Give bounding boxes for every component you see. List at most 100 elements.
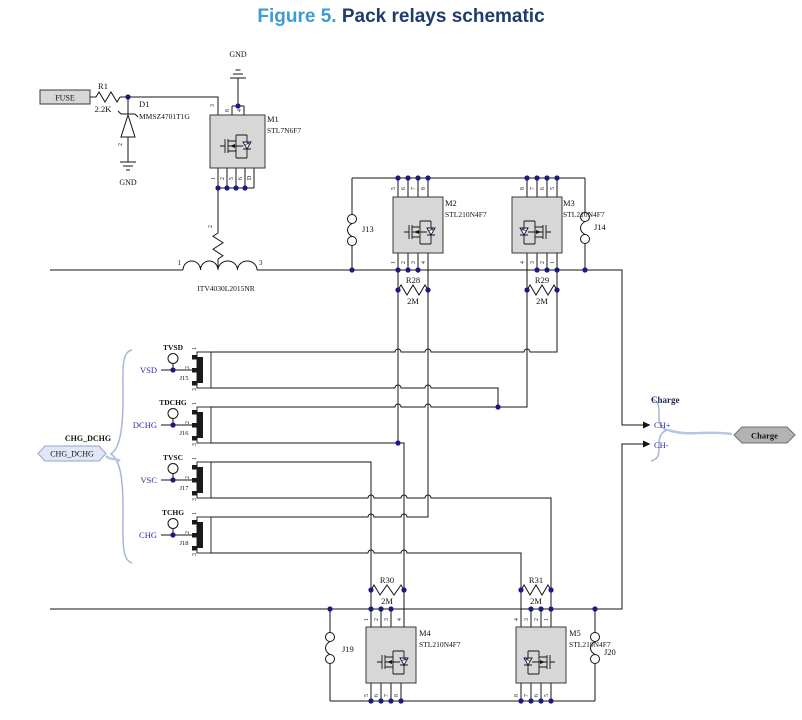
m4-pin: 4 xyxy=(397,618,403,621)
j17-pin: 2 xyxy=(185,476,191,479)
j13-pad xyxy=(347,214,357,224)
j16-pin: 1 xyxy=(192,402,198,405)
chg-dchg-caption: CHG_DCHG xyxy=(65,434,111,443)
j15-pin: 2 xyxy=(185,366,191,369)
m2-pin: 8 xyxy=(421,187,427,190)
r31-ref: R31 xyxy=(529,575,543,585)
m4-pin: 7 xyxy=(384,694,390,697)
m5-ref: M5 xyxy=(569,628,581,638)
j17-pin: 1 xyxy=(192,457,198,460)
gnd-label: GND xyxy=(119,178,137,187)
m2-pin: 1 xyxy=(391,261,397,264)
m2-pin: 7 xyxy=(411,187,417,190)
m4-pin: 5 xyxy=(364,694,370,697)
fuse-body xyxy=(39,89,91,105)
m4-pin: 1 xyxy=(364,618,370,621)
m5-body xyxy=(515,626,567,684)
r29-value: 2M xyxy=(536,296,548,306)
m3-pin: 4 xyxy=(520,261,526,264)
inductor-pin1: 1 xyxy=(178,259,182,267)
m4-body xyxy=(365,626,417,684)
j20-pad xyxy=(590,632,600,642)
m5-pin: 7 xyxy=(524,694,530,697)
tvsd-testpoint xyxy=(167,353,179,364)
tchg-testpoint xyxy=(167,518,179,529)
r30-value: 2M xyxy=(381,596,393,606)
m1-ref: M1 xyxy=(267,114,279,124)
j14-pad xyxy=(580,212,590,222)
m5-pin: 1 xyxy=(544,618,550,621)
j17-header xyxy=(192,461,212,499)
r1-ref: R1 xyxy=(98,81,108,91)
m1-part: STL7N6F7 xyxy=(267,126,301,135)
r28-value: 2M xyxy=(407,296,419,306)
m2-body xyxy=(392,196,444,254)
m4-ref: M4 xyxy=(419,628,432,638)
figure-caption: Pack relays schematic xyxy=(341,6,545,27)
chg-dchg-netlabel-link xyxy=(105,454,121,463)
m3-ref: M3 xyxy=(563,198,575,208)
j16-label: J16 xyxy=(179,430,189,437)
j19-label: J19 xyxy=(342,644,354,654)
m1-pin: 5 xyxy=(229,177,235,180)
m2-pin: 4 xyxy=(421,261,427,264)
m1-pin: 2 xyxy=(220,177,226,180)
j20-pad xyxy=(590,654,600,664)
wires xyxy=(50,69,651,702)
m3-pin: 2 xyxy=(540,261,546,264)
m3-pin: 8 xyxy=(520,187,526,190)
j18-pin: 1 xyxy=(192,512,198,515)
vsc-label: VSC xyxy=(140,475,157,485)
inductor-pin2: 2 xyxy=(208,225,214,228)
m4-part: STL210N4F7 xyxy=(419,640,461,649)
inductor-part: ITV4030L2015NR xyxy=(197,284,255,293)
charge-netlabel: Charge xyxy=(751,431,778,441)
m5-pin: 4 xyxy=(514,618,520,621)
m1-pin: 3 xyxy=(210,104,216,107)
m4-pin: 6 xyxy=(374,694,380,697)
m1-pin: 6 xyxy=(238,177,244,180)
m2-pin: 6 xyxy=(401,187,407,190)
m4-pin: 8 xyxy=(394,694,400,697)
r29-ref: R29 xyxy=(535,275,549,285)
fuse-label: FUSE xyxy=(55,94,75,103)
right-bus-brace xyxy=(650,398,670,462)
j16-pin: 3 xyxy=(192,443,198,446)
tvsc-testpoint xyxy=(167,463,179,474)
tvsc-label: TVSC xyxy=(163,453,183,462)
j16-pin: 2 xyxy=(185,421,191,424)
component-bodies xyxy=(37,89,796,684)
j17-pin: 3 xyxy=(192,498,198,501)
m3-pin: 6 xyxy=(540,187,546,190)
vsd-label: VSD xyxy=(140,365,157,375)
j20-label: J20 xyxy=(604,647,616,657)
dchg-label: DCHG xyxy=(133,420,157,430)
j18-pin: 3 xyxy=(192,553,198,556)
j16-header xyxy=(192,406,212,444)
j18-label: J18 xyxy=(179,540,188,547)
charge-netlabel-body xyxy=(733,426,796,444)
r28-ref: R28 xyxy=(406,275,420,285)
d1-ref: D1 xyxy=(139,99,149,109)
m1-pin: 4 xyxy=(237,109,243,112)
j15-header xyxy=(192,351,212,389)
m5-pin: 3 xyxy=(524,618,530,621)
m1-body xyxy=(209,114,266,169)
j13-label: J13 xyxy=(362,224,374,234)
m2-pin: 2 xyxy=(401,261,407,264)
m2-pin: 3 xyxy=(411,261,417,264)
figure-title: Figure 5. Pack relays schematic xyxy=(0,6,802,28)
ch-minus-label: CH- xyxy=(654,440,669,450)
tdchg-label: TDCHG xyxy=(159,398,187,407)
j15-pin: 3 xyxy=(192,388,198,391)
j14-label: J14 xyxy=(594,222,607,232)
j15-pin: 1 xyxy=(192,347,198,350)
d1-pin2: 2 xyxy=(118,143,124,146)
chg-dchg-netlabel: CHG_DCHG xyxy=(50,450,94,459)
charge-caption: Charge xyxy=(651,395,680,405)
tchg-label: TCHG xyxy=(162,508,184,517)
m2-pin: 5 xyxy=(391,187,397,190)
tvsd-label: TVSD xyxy=(163,343,184,352)
